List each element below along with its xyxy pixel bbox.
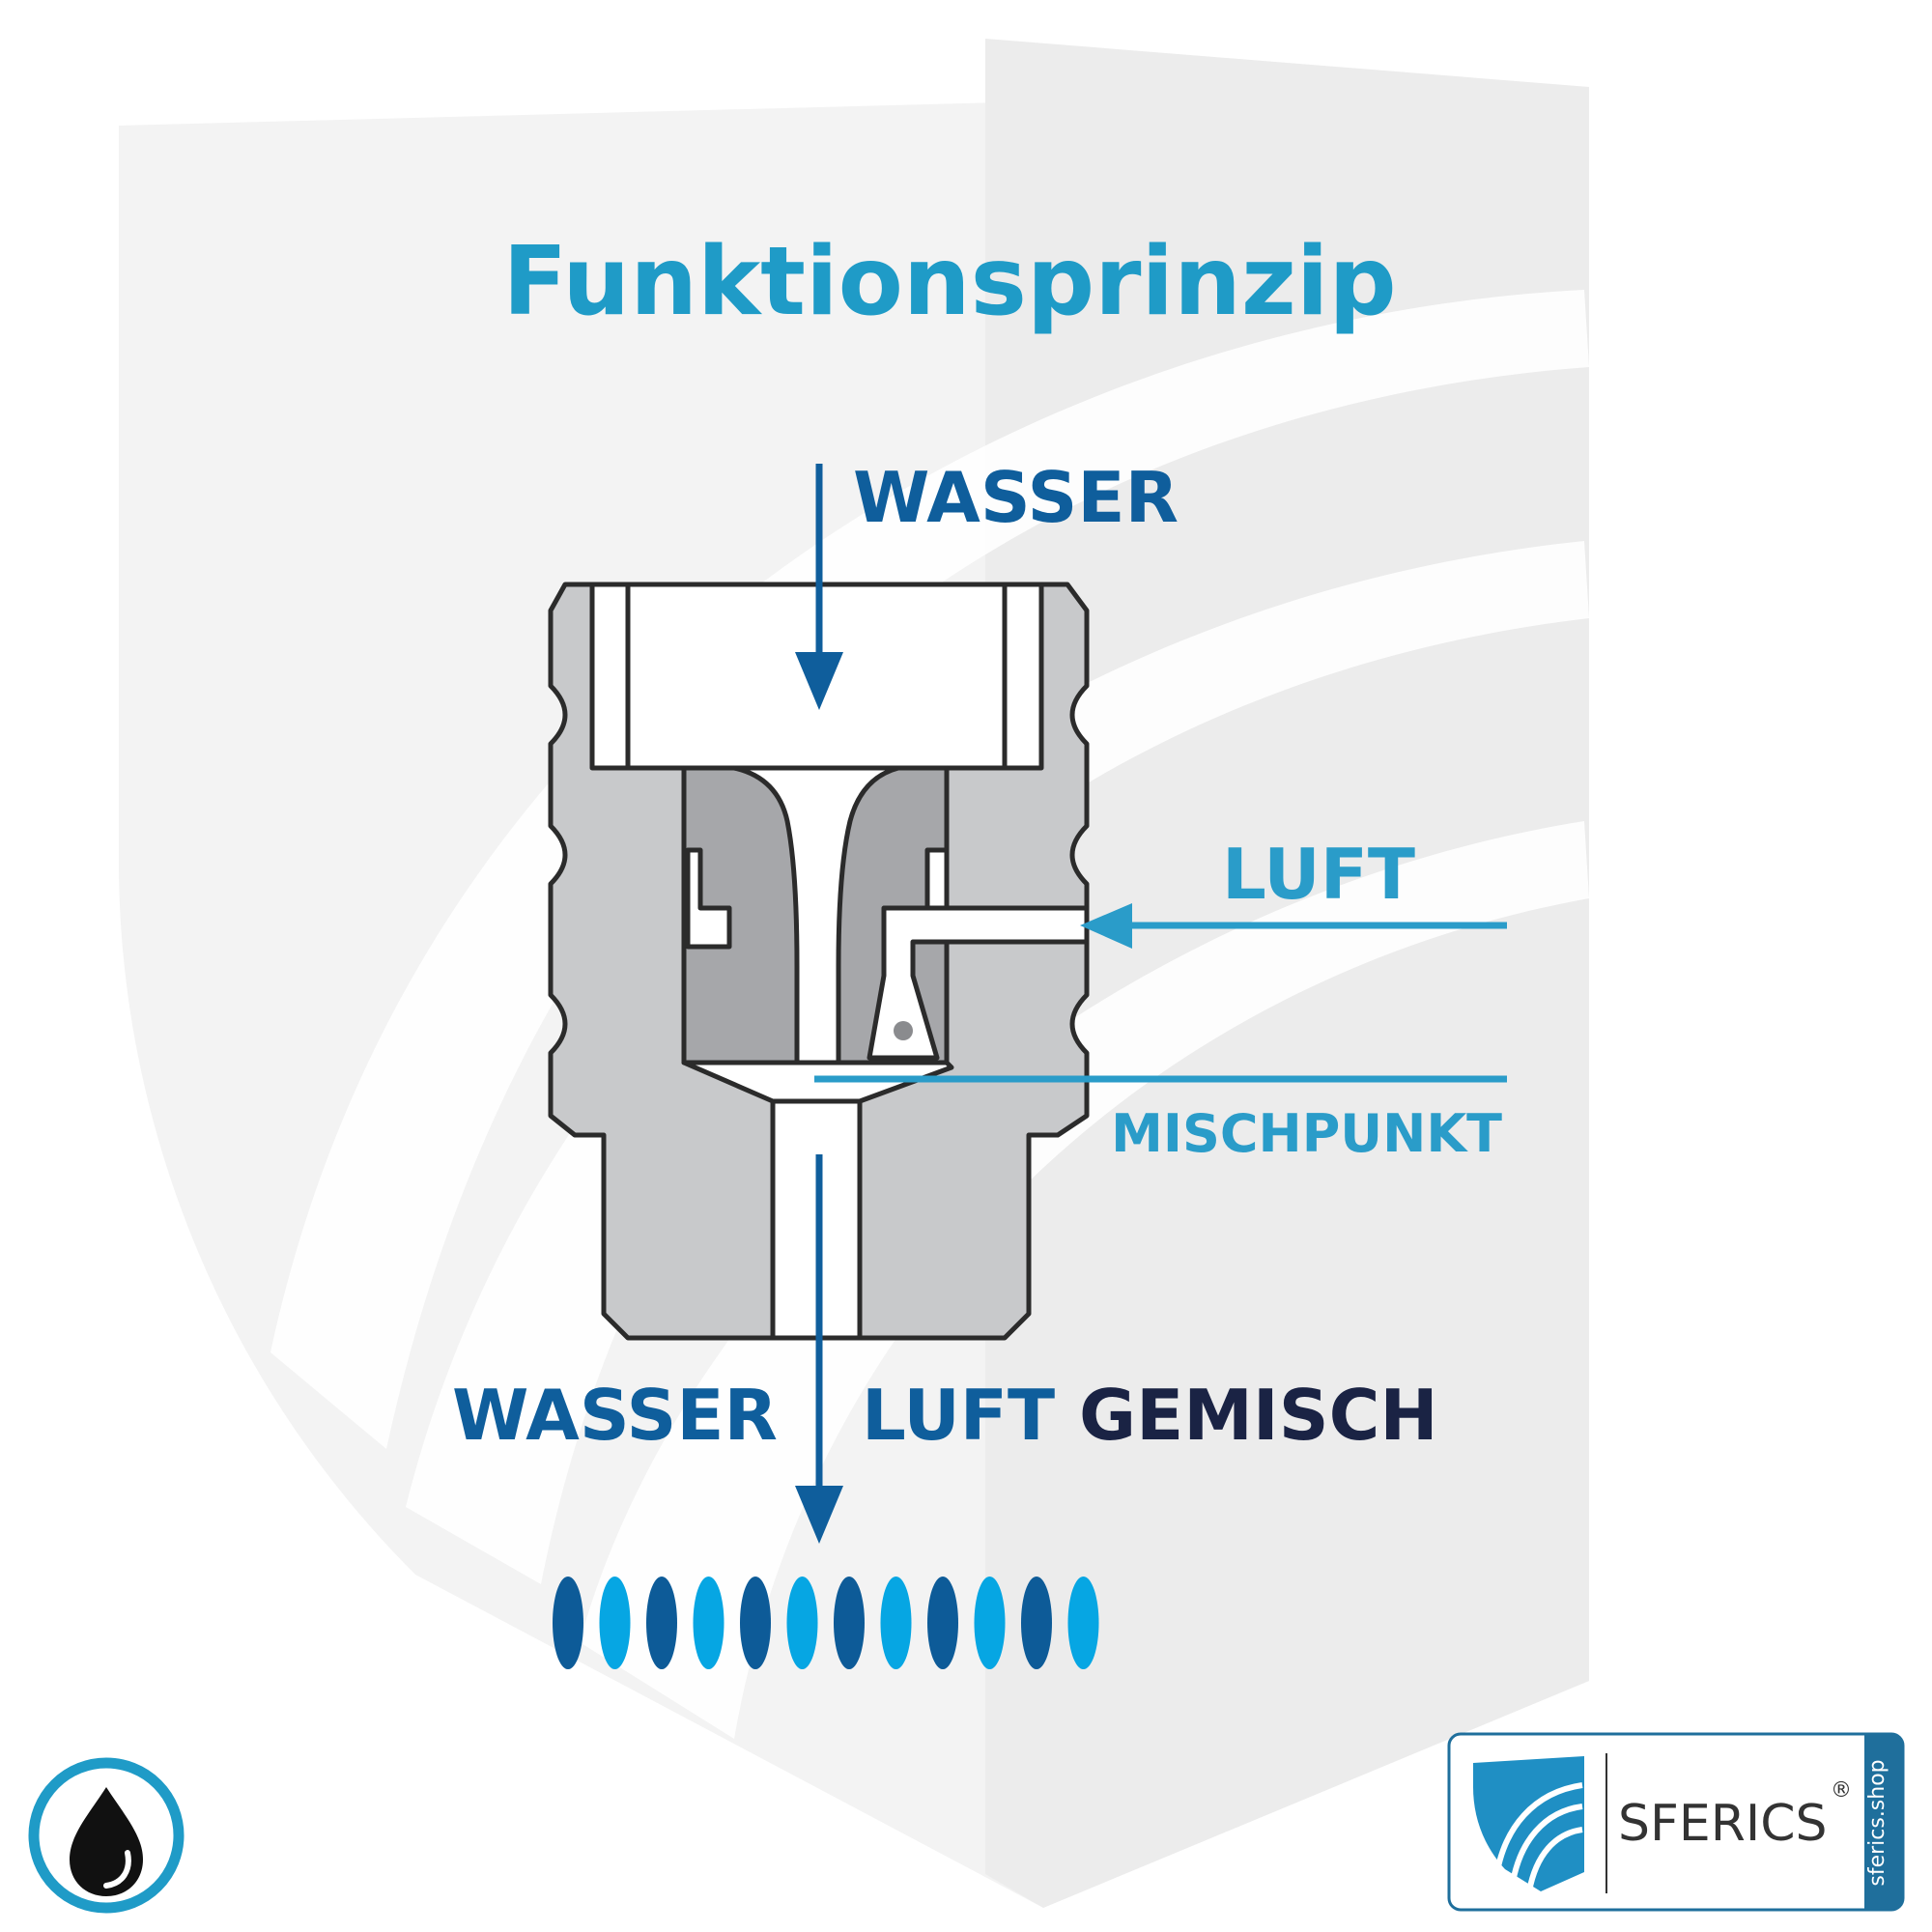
air-inlet-label: LUFT bbox=[1222, 834, 1415, 915]
water-drop bbox=[974, 1577, 1006, 1669]
air-inlet-arrow bbox=[1080, 903, 1507, 949]
logo-brand-text: SFERICS bbox=[1618, 1795, 1828, 1853]
water-inlet-arrow bbox=[795, 464, 843, 710]
output-water-label: WASSER bbox=[452, 1375, 778, 1456]
air-channel bbox=[867, 905, 1090, 1061]
water-drop bbox=[553, 1577, 583, 1669]
water-drop bbox=[834, 1577, 865, 1669]
water-drop bbox=[740, 1577, 771, 1669]
left-slot bbox=[685, 847, 732, 950]
water-drop bbox=[927, 1577, 958, 1669]
right-slot bbox=[924, 847, 950, 911]
water-drop bbox=[693, 1577, 724, 1669]
water-drop bbox=[786, 1577, 818, 1669]
output-air-label: LUFT bbox=[862, 1375, 1055, 1456]
output-drops bbox=[553, 1577, 1099, 1669]
check-ball bbox=[894, 1021, 913, 1040]
water-drop-icon bbox=[28, 1757, 185, 1914]
water-drop bbox=[1021, 1577, 1052, 1669]
output-mix-label: GEMISCH bbox=[1079, 1375, 1438, 1456]
water-drop bbox=[646, 1577, 677, 1669]
water-inlet-label: WASSER bbox=[853, 457, 1179, 538]
water-drop bbox=[1067, 1577, 1099, 1669]
logo-domain-text: sferics.shop bbox=[1865, 1759, 1889, 1886]
water-drop bbox=[880, 1577, 912, 1669]
mixing-point-label: MISCHPUNKT bbox=[1111, 1103, 1502, 1164]
shield-arcs-icon bbox=[1473, 1756, 1584, 1892]
water-drop bbox=[599, 1577, 631, 1669]
sferics-logo: SFERICS ® sferics.shop bbox=[1447, 1732, 1905, 1912]
page-title: Funktionsprinzip bbox=[502, 227, 1396, 337]
logo-registered-mark: ® bbox=[1831, 1778, 1852, 1803]
outlet-arrow bbox=[795, 1154, 843, 1544]
